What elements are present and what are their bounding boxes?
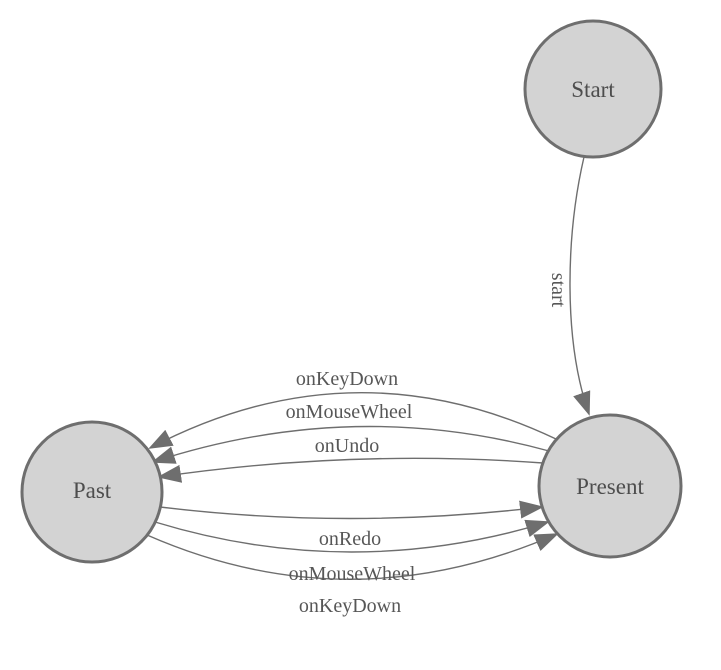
edge-past-to-present-onredo xyxy=(159,500,544,520)
nodes-group: Start Present Past xyxy=(20,19,683,564)
edge-label-onundo: onUndo xyxy=(315,435,379,457)
edge-present-to-past-onmousewheel xyxy=(151,425,550,464)
state-node-past-circle xyxy=(20,420,164,564)
state-node-start-label: Start xyxy=(571,77,615,102)
edge-present-to-past-onkeydown xyxy=(148,391,557,449)
state-node-start: Start xyxy=(523,19,663,159)
state-node-present-circle xyxy=(537,413,683,559)
state-node-start-circle xyxy=(523,19,663,159)
edges-group xyxy=(146,156,591,580)
edge-labels-group: start onKeyDown onMouseWheel onUndo onRe… xyxy=(286,273,569,617)
edge-label-onredo: onRedo xyxy=(319,528,381,550)
edge-label-start: start xyxy=(547,273,569,308)
edge-past-to-present-onkeydown xyxy=(146,533,559,580)
edge-past-to-present-onmousewheel xyxy=(154,519,550,553)
state-node-present-label: Present xyxy=(576,474,644,499)
state-node-past-label: Past xyxy=(73,478,112,503)
state-node-past: Past xyxy=(20,420,164,564)
edge-present-to-past-onundo xyxy=(157,457,544,483)
state-node-present: Present xyxy=(537,413,683,559)
edge-label-onkeydown-top: onKeyDown xyxy=(296,368,398,390)
edge-start-to-present xyxy=(569,156,591,416)
edge-label-onkeydown-bottom: onKeyDown xyxy=(299,595,401,617)
edge-label-onmousewheel-top: onMouseWheel xyxy=(286,401,413,423)
edge-label-onmousewheel-bottom: onMouseWheel xyxy=(289,563,416,585)
